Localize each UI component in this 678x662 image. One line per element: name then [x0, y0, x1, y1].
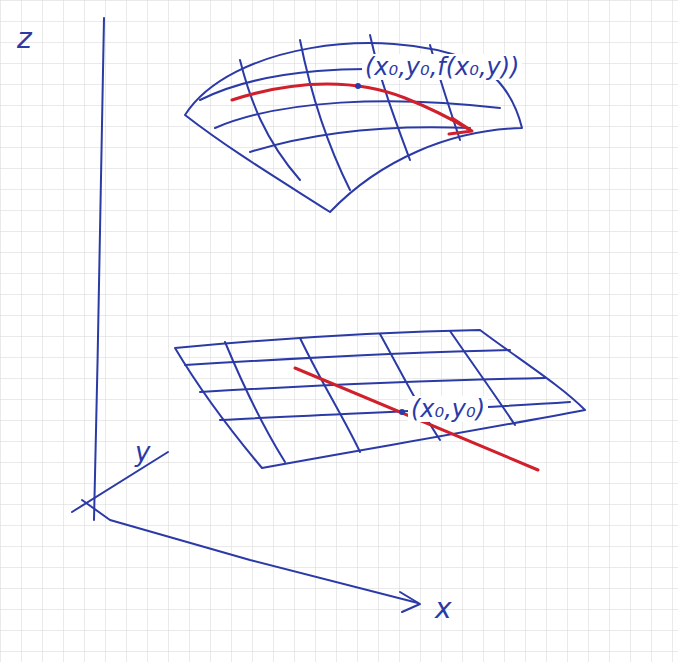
surface-grid-line: [250, 127, 470, 152]
domain-grid-line: [200, 378, 545, 392]
axis-label: z: [14, 24, 35, 55]
surface-grid-line: [240, 60, 300, 180]
domain-point: [399, 409, 405, 415]
axis-label: y: [132, 438, 153, 467]
point-label: (x₀,y₀): [408, 396, 488, 422]
curved-surface: [185, 43, 522, 212]
curve-arrowhead: [449, 118, 472, 134]
direction-line: [295, 368, 538, 470]
domain-grid-line: [300, 338, 360, 452]
axis-label: x: [432, 594, 455, 625]
point-label: (x₀,y₀,f(x₀,y)): [362, 54, 522, 80]
x-arrowhead: [400, 592, 420, 612]
surface-point: [355, 83, 361, 89]
surface-grid-line: [300, 40, 350, 190]
domain-grid-line: [225, 342, 285, 462]
x-axis: [82, 500, 418, 603]
section-curve: [232, 84, 470, 130]
flat-domain: [175, 330, 585, 468]
z-axis: [94, 18, 104, 520]
